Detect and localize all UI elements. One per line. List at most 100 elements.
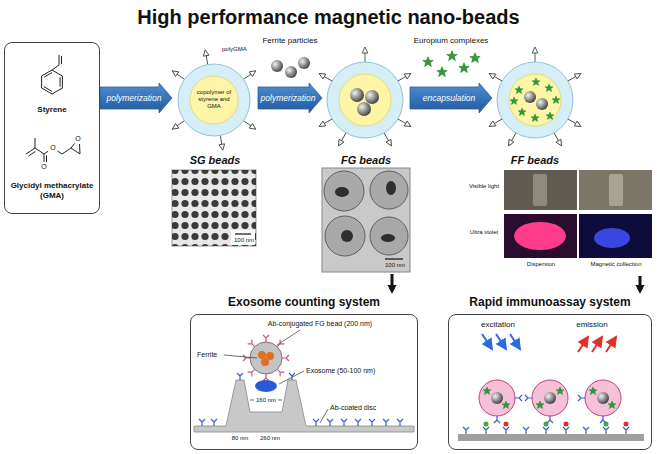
arrow-head <box>636 285 645 294</box>
illustration-part <box>28 151 35 156</box>
illustration-part <box>482 334 492 349</box>
illustration-part <box>494 416 500 423</box>
illustration-part <box>211 419 217 426</box>
illustration-part <box>514 222 566 250</box>
label-text: 100 nm <box>233 237 255 244</box>
illustration-part <box>357 102 371 116</box>
main-title: High performance magnetic nano-beads <box>0 5 657 29</box>
label-text: Dispersion <box>505 261 577 268</box>
illustration-part <box>322 168 410 272</box>
illustration-part <box>504 214 577 258</box>
illustration-part <box>536 98 548 110</box>
arrow-label: polymerization <box>259 92 317 104</box>
illustration-part <box>597 392 609 404</box>
label-text: Europium complexes <box>404 36 498 46</box>
illustration-part <box>579 170 652 210</box>
label-text: Ferrite particles <box>250 36 330 46</box>
illustration-part <box>603 427 609 434</box>
illustration-part <box>532 380 568 416</box>
immunoassay-art <box>458 334 644 441</box>
illustration-part <box>339 74 391 126</box>
illustration-part <box>504 170 577 210</box>
illustration-part <box>61 56 62 64</box>
illustration-part <box>71 148 80 154</box>
block-arrow-shape <box>410 83 492 113</box>
illustration-part <box>491 392 503 404</box>
illustration-part <box>199 419 205 426</box>
illustration-part <box>370 217 408 255</box>
illustration-part <box>525 395 532 401</box>
illustration-part <box>600 416 606 423</box>
illustration-part <box>277 330 300 345</box>
illustration-part <box>623 427 629 434</box>
illustration-part <box>470 53 480 63</box>
block-arrow-shape <box>100 83 172 113</box>
label-text: 80 nm <box>228 435 252 442</box>
illustration-part <box>60 77 61 86</box>
label-text: emission <box>562 320 622 330</box>
illustration-part <box>567 117 583 129</box>
illustration-part <box>172 170 256 246</box>
node-title: FG beads <box>322 154 410 167</box>
illustration-part <box>463 427 469 434</box>
illustration-part <box>552 96 560 104</box>
illustration-part <box>556 387 564 395</box>
node-title: FF beads <box>492 154 578 167</box>
illustration-part <box>397 419 403 426</box>
illustration-part <box>504 211 652 213</box>
illustration-part <box>278 400 282 401</box>
illustration-part <box>62 148 71 154</box>
illustration-part <box>381 234 395 242</box>
label-text: 100 nm <box>384 262 406 269</box>
illustration-part <box>592 337 602 352</box>
illustration-part <box>624 422 629 427</box>
illustration-part <box>35 138 36 148</box>
illustration-part <box>564 422 569 427</box>
illustration-part <box>327 419 333 426</box>
illustration-part <box>44 87 52 92</box>
panel-border <box>190 314 418 450</box>
illustration-part <box>318 71 334 83</box>
illustration-part <box>544 392 556 404</box>
label-text: excitation <box>468 320 528 330</box>
illustration-part <box>59 55 60 65</box>
illustration-part <box>224 355 257 358</box>
illustration-part <box>202 49 210 65</box>
illustration-part <box>194 380 414 432</box>
illustration-part <box>190 76 238 124</box>
node-text: SG beads <box>172 154 258 167</box>
illustration-part <box>488 117 504 129</box>
illustration-part <box>594 228 630 248</box>
illustration-part <box>263 374 269 381</box>
label-text: O <box>40 163 48 171</box>
illustration-part <box>567 71 583 83</box>
illustration-part <box>172 170 256 246</box>
illustration-part <box>250 400 254 401</box>
arrow-line <box>639 276 642 286</box>
label-text: Ab-conjugated FG bead (200 nm) <box>262 319 378 328</box>
illustration-part <box>324 171 364 211</box>
node-title: Styrene <box>5 105 99 115</box>
illustration-part <box>327 62 403 138</box>
illustration-part <box>437 67 447 77</box>
flow-arrow <box>636 276 645 294</box>
illustration-part <box>488 71 504 83</box>
application-box: Exosome counting system <box>190 294 418 450</box>
illustration-part <box>261 358 269 366</box>
illustration-part <box>341 419 347 426</box>
arrow-line <box>391 274 394 286</box>
illustration-part <box>606 337 616 352</box>
styrene-structure <box>42 55 63 94</box>
illustration-part <box>503 427 509 434</box>
illustration-part <box>255 380 277 392</box>
illustration-part <box>325 216 365 256</box>
illustration-part <box>237 373 243 380</box>
illustration-part <box>298 57 310 69</box>
illustration-part <box>263 335 269 342</box>
illustration-part <box>44 151 48 154</box>
illustration-part <box>502 401 510 409</box>
node-text: Glycidyl methacrylate (GMA) <box>7 181 97 201</box>
illustration-part <box>504 422 509 427</box>
node-text: copolymer of styrene and GMA <box>194 89 234 110</box>
illustration-part <box>386 181 396 195</box>
